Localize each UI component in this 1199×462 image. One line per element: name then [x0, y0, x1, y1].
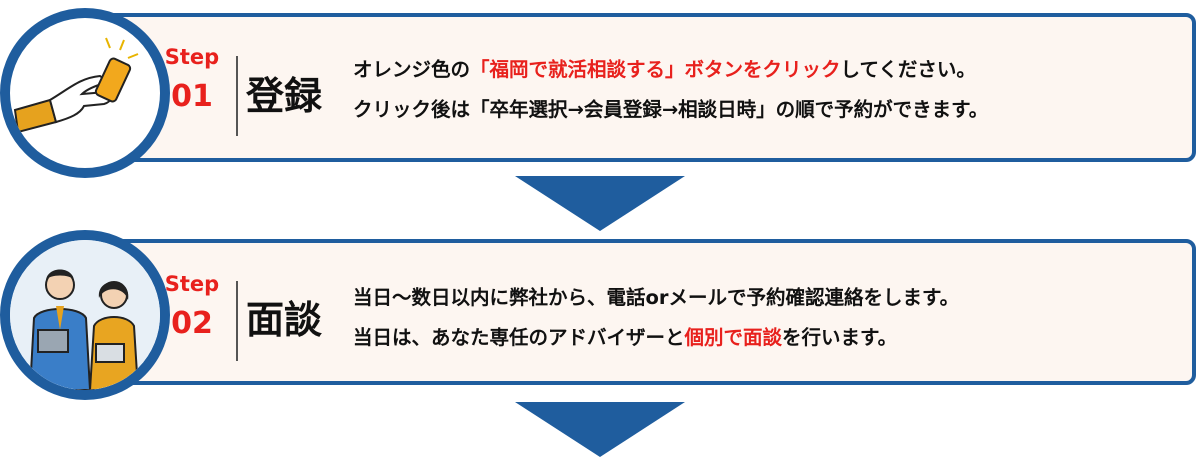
- divider: [236, 56, 238, 136]
- line-text: オレンジ色の: [353, 58, 471, 81]
- step-word: Step: [164, 45, 220, 69]
- step-2-illustration: [0, 230, 170, 400]
- step-2-card: [66, 239, 1196, 385]
- step-2-description: 当日〜数日以内に弊社から、電話orメールで予約確認連絡をします。 当日は、あなた…: [353, 278, 959, 358]
- line-text: 当日は、あなた専任のアドバイザーと: [353, 326, 685, 349]
- step-2-title: 面談: [246, 298, 323, 342]
- step-1-line-2: クリック後は「卒年選択→会員登録→相談日時」の順で予約ができます。: [353, 98, 989, 121]
- step-number: 02: [171, 306, 213, 341]
- step-1-title: 登録: [246, 74, 323, 118]
- divider: [236, 281, 238, 361]
- hand-smartphone-icon: [13, 37, 139, 134]
- step-2-line-2: 当日は、あなた専任のアドバイザーと個別で面談を行います。: [353, 318, 959, 358]
- highlight-text: 個別で面談: [684, 326, 783, 349]
- step-1-description: オレンジ色の「福岡で就活相談する」ボタンをクリックしてください。 クリック後は「…: [353, 50, 988, 130]
- step-2-line-1: 当日〜数日以内に弊社から、電話orメールで予約確認連絡をします。: [353, 286, 960, 309]
- down-arrow-icon: [515, 402, 685, 457]
- step-1-illustration: [0, 8, 170, 178]
- highlight-text: 「福岡で就活相談する」ボタンをクリック: [470, 58, 841, 81]
- line-text: してください。: [840, 58, 976, 81]
- line-text: を行います。: [782, 326, 898, 349]
- down-arrow-icon: [515, 176, 685, 231]
- step-1-line-1: オレンジ色の「福岡で就活相談する」ボタンをクリックしてください。: [353, 50, 988, 90]
- step-1-label: Step 01: [160, 45, 224, 117]
- step-number: 01: [171, 79, 213, 114]
- step-1-card: [66, 13, 1196, 162]
- step-2-label: Step 02: [160, 272, 224, 344]
- business-people-icon: [10, 240, 160, 390]
- step-word: Step: [164, 272, 220, 296]
